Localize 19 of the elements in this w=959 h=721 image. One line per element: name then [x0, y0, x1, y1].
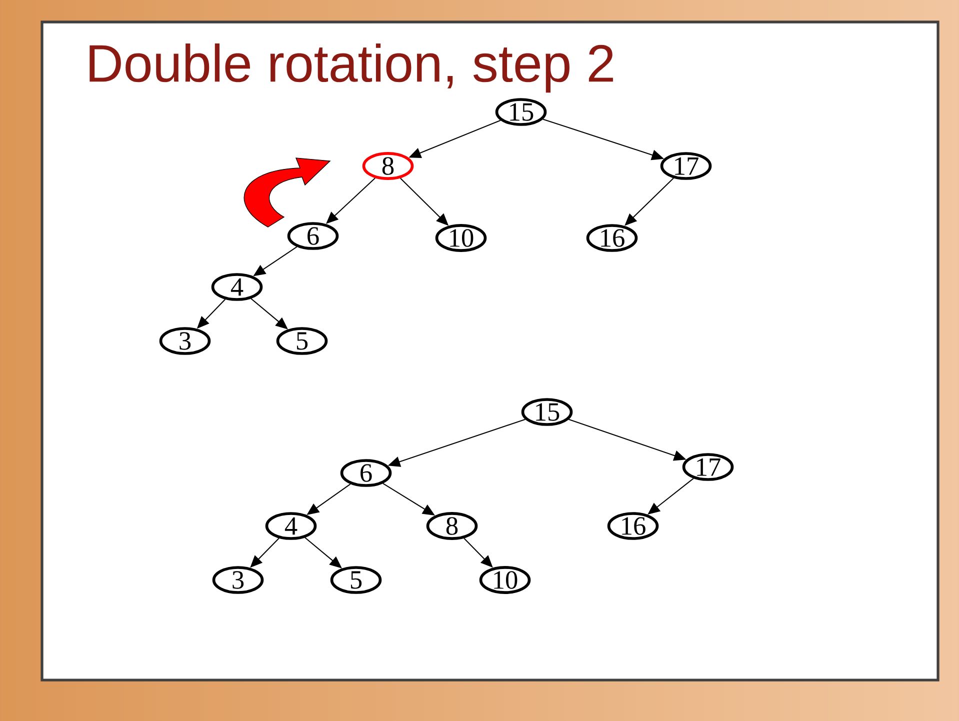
tree-node: 3 — [159, 327, 211, 355]
tree-node: 10 — [479, 566, 531, 594]
tree-node: 8 — [362, 152, 414, 180]
tree-node: 16 — [607, 512, 659, 540]
tree-node: 15 — [495, 98, 547, 126]
tree-node: 6 — [287, 222, 339, 250]
tree-node: 5 — [276, 327, 328, 355]
tree-node: 3 — [212, 566, 264, 594]
tree-node: 6 — [340, 459, 392, 487]
tree-node: 8 — [426, 512, 478, 540]
tree-node: 4 — [265, 512, 317, 540]
tree-node: 17 — [682, 453, 734, 481]
title: Double rotation, step 2 — [90, 43, 613, 93]
tree-node: 17 — [660, 152, 712, 180]
tree-node: 4 — [211, 273, 263, 301]
tree-node: 16 — [586, 224, 638, 252]
tree-node: 10 — [435, 224, 487, 252]
tree-node: 15 — [521, 398, 573, 426]
tree-node: 5 — [330, 566, 382, 594]
